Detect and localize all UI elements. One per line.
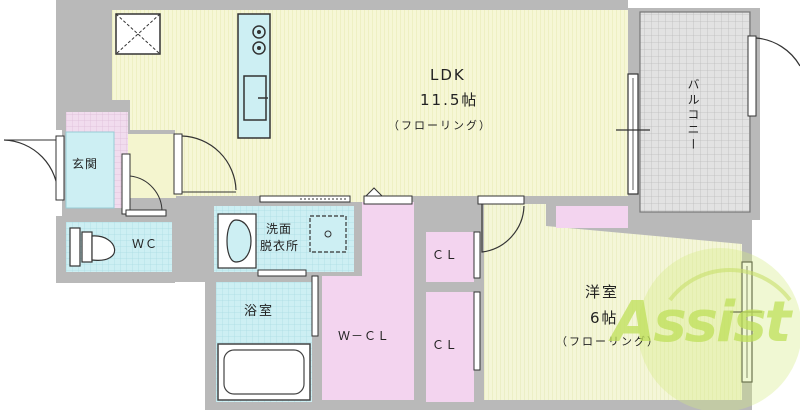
toilet-fixture: [69, 227, 116, 267]
door-bedroom: [477, 195, 525, 253]
washroom-label-line1: 洗面: [266, 222, 293, 236]
door-hall: [173, 133, 237, 195]
wash-basin: [217, 213, 257, 269]
bedroom-floor: [484, 204, 742, 400]
entrance-label: 玄関: [72, 157, 99, 171]
balcony-side-door: [747, 35, 800, 117]
closet-upper-label: ＣＬ: [432, 248, 459, 262]
washroom-label-line2: 脱衣所: [260, 239, 300, 253]
bedroom-window: [730, 261, 762, 383]
ldk-floor: [112, 10, 628, 202]
bedroom-label: 洋室: [585, 283, 620, 301]
closet-lower-label: ＣＬ: [432, 338, 459, 352]
ldk-size: 11.5帖: [420, 91, 479, 109]
watermark-text: Assist: [612, 290, 791, 355]
balcony-label: バルコニー: [686, 78, 700, 153]
toilet-label: ＷＣ: [132, 237, 159, 251]
balcony-floor: [640, 12, 750, 212]
bedroom-floor-type: （フローリング）: [556, 335, 660, 348]
entrance-door: [3, 135, 65, 201]
closet-lower-floor: [426, 292, 474, 402]
walk-in-closet-label: Ｗ－ＣＬ: [338, 329, 391, 343]
washer-space: [309, 215, 347, 253]
walk-in-closet-floor: [322, 202, 414, 400]
refrigerator-space: [115, 13, 161, 55]
door-toilet: [121, 153, 167, 217]
kitchen-counter: [237, 13, 271, 139]
ldk-floor-type: （フローリング）: [388, 119, 492, 132]
balcony-window: [616, 73, 650, 195]
bath-label: 浴室: [244, 304, 275, 319]
ldk-label: LDK: [430, 66, 466, 84]
bedroom-size: 6帖: [590, 309, 619, 327]
closet-upper-floor: [426, 232, 474, 282]
